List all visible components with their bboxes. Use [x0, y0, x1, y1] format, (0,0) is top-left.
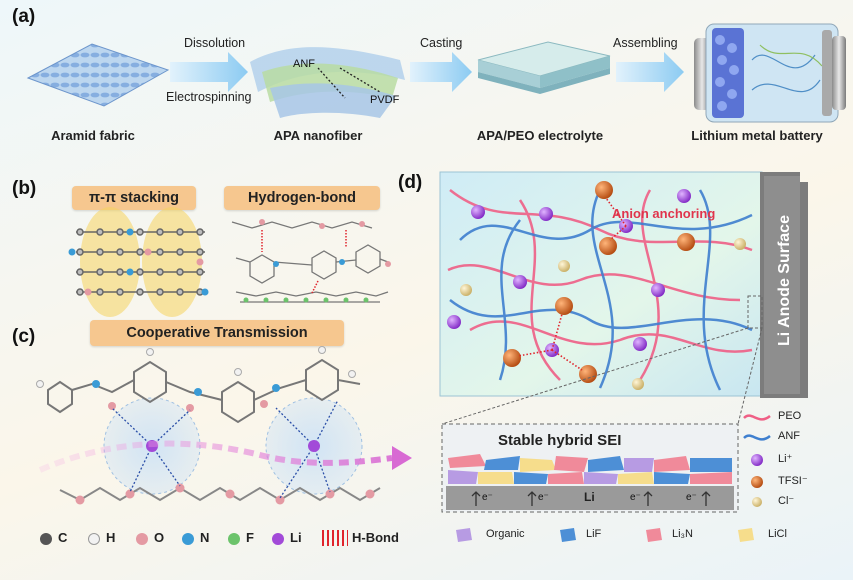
electron-label-3: e⁻	[630, 492, 641, 503]
atom-label-o: O	[154, 530, 165, 545]
stage-label-battery: Lithium metal battery	[691, 128, 823, 143]
panel-label-c: (c)	[12, 326, 36, 347]
atom-dot-f	[228, 533, 240, 545]
legend-cl: Cl⁻	[778, 495, 795, 507]
process-arrow-1	[170, 52, 248, 92]
label-anf: ANF	[293, 58, 315, 70]
stage-label-apa-nanofiber: APA nanofiber	[273, 128, 363, 143]
process-arrow-2	[410, 52, 472, 92]
electron-label-1: e⁻	[482, 492, 493, 503]
stage-label-aramid-fabric: Aramid fabric	[51, 128, 135, 143]
hbond-legend-label: H-Bond	[352, 530, 399, 545]
atom-label-c: C	[58, 530, 68, 545]
step-casting: Casting	[420, 36, 463, 50]
electrolyte-membrane-image	[477, 41, 611, 94]
atom-label-n: N	[200, 530, 210, 545]
aramid-fabric-image	[26, 43, 170, 107]
panel-label-b: (b)	[12, 178, 37, 199]
step-assembling: Assembling	[613, 36, 678, 50]
legend-tfsi: TFSI⁻	[778, 475, 808, 487]
step-dissolution: Dissolution	[184, 36, 246, 50]
badge-hydrogen-bond: Hydrogen-bond	[224, 186, 380, 210]
li-label: Li	[584, 490, 595, 504]
legend-li: Li⁺	[778, 453, 793, 465]
process-arrow-3	[616, 52, 684, 92]
atom-dot-n	[182, 533, 194, 545]
atom-legend: C H O N F Li H-Bond	[40, 530, 420, 548]
step-electrospinning: Electrospinning	[166, 90, 252, 104]
legend-peo: PEO	[778, 410, 802, 422]
sei-legend-organic: Organic	[486, 528, 525, 540]
atom-label-f: F	[246, 530, 254, 545]
label-pvdf: PVDF	[370, 94, 400, 106]
atom-label-li: Li	[290, 530, 302, 545]
legend-anf: ANF	[778, 430, 800, 442]
atom-label-h: H	[106, 530, 116, 545]
panel-label-d: (d)	[398, 172, 423, 193]
electron-label-2: e⁻	[538, 492, 549, 503]
badge-pi-stacking: π-π stacking	[72, 186, 196, 210]
battery-image	[694, 23, 846, 123]
sei-legend-lif: LiF	[586, 528, 602, 540]
atom-dot-h	[88, 533, 100, 545]
atom-dot-li	[272, 533, 284, 545]
atom-dot-o	[136, 533, 148, 545]
stage-label-electrolyte: APA/PEO electrolyte	[476, 128, 604, 143]
sei-legend-li3n: Li₃N	[672, 528, 693, 540]
sei-title: Stable hybrid SEI	[498, 432, 622, 449]
anode-surface-label: Li Anode Surface	[776, 215, 793, 346]
sei-legend-licl: LiCl	[768, 528, 787, 540]
hbond-legend-marker	[322, 530, 348, 546]
badge-cooperative-transmission: Cooperative Transmission	[90, 320, 344, 346]
atom-dot-c	[40, 533, 52, 545]
apa-nanofiber-image	[250, 47, 405, 118]
panel-label-a: (a)	[12, 6, 36, 27]
anion-anchoring-label: Anion anchoring	[612, 206, 716, 221]
electron-label-4: e⁻	[686, 492, 697, 503]
